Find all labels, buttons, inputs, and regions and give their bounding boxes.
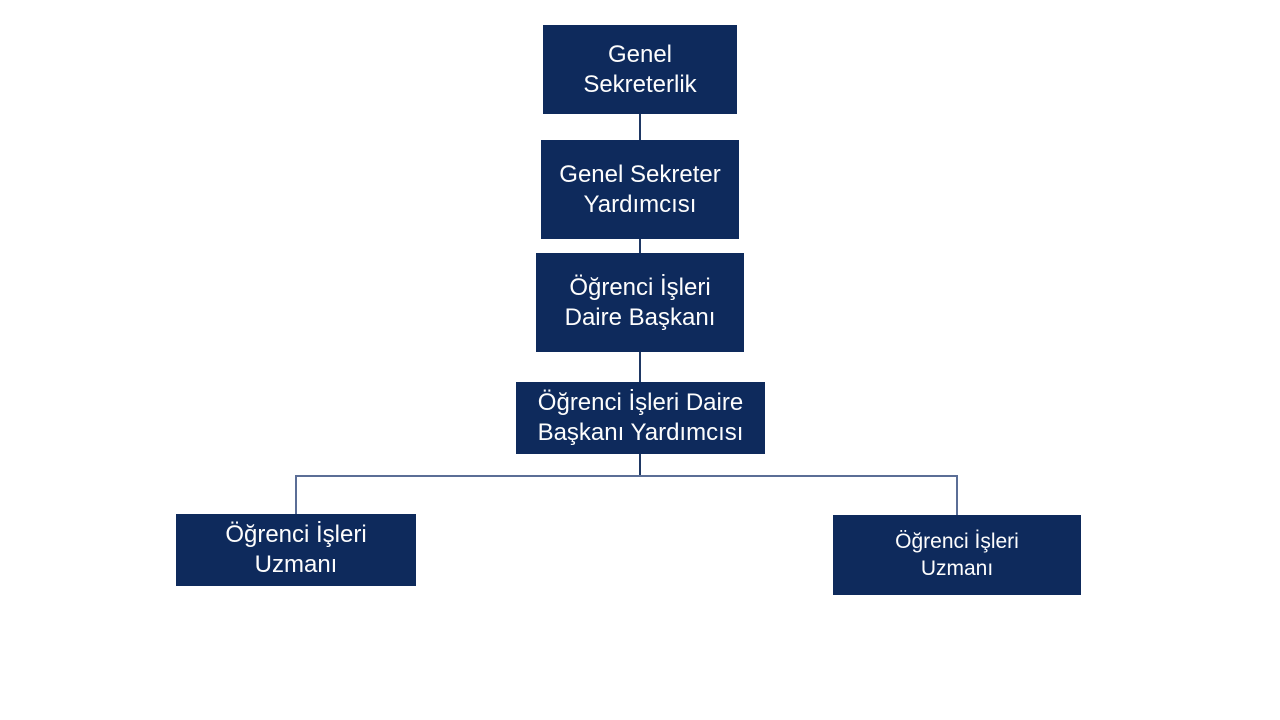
org-node-label-ogrenci-isleri-uzmani-left: Öğrenci İşleri Uzmanı <box>225 521 367 578</box>
org-node-label-ogrenci-isleri-uzmani-right: Öğrenci İşleri Uzmanı <box>895 530 1019 580</box>
connector-line-4 <box>639 454 641 476</box>
org-node-ogrenci-isleri-uzmani-left: Öğrenci İşleri Uzmanı <box>176 514 416 586</box>
connector-branch-horizontal <box>295 475 958 477</box>
org-node-genel-sekreter-yardimcisi: Genel Sekreter Yardımcısı <box>541 140 739 239</box>
connector-line-2 <box>639 239 641 253</box>
org-node-label-genel-sekreter-yardimcisi: Genel Sekreter Yardımcısı <box>559 160 721 218</box>
connector-branch-right-drop <box>956 475 958 515</box>
connector-line-1 <box>639 114 641 140</box>
connector-branch-left-drop <box>295 475 297 514</box>
org-node-ogrenci-isleri-daire-baskani-yardimcisi: Öğrenci İşleri Daire Başkanı Yardımcısı <box>516 382 765 454</box>
connector-line-3 <box>639 352 641 382</box>
org-node-label-ogrenci-isleri-daire-baskani: Öğrenci İşleri Daire Başkanı <box>564 273 716 331</box>
org-node-label-genel-sekreterlik: Genel Sekreterlik <box>583 40 697 98</box>
org-node-ogrenci-isleri-uzmani-right: Öğrenci İşleri Uzmanı <box>833 515 1081 595</box>
org-node-label-ogrenci-isleri-daire-baskani-yardimcisi: Öğrenci İşleri Daire Başkanı Yardımcısı <box>537 389 744 446</box>
org-node-genel-sekreterlik: Genel Sekreterlik <box>543 25 737 114</box>
org-node-ogrenci-isleri-daire-baskani: Öğrenci İşleri Daire Başkanı <box>536 253 744 352</box>
